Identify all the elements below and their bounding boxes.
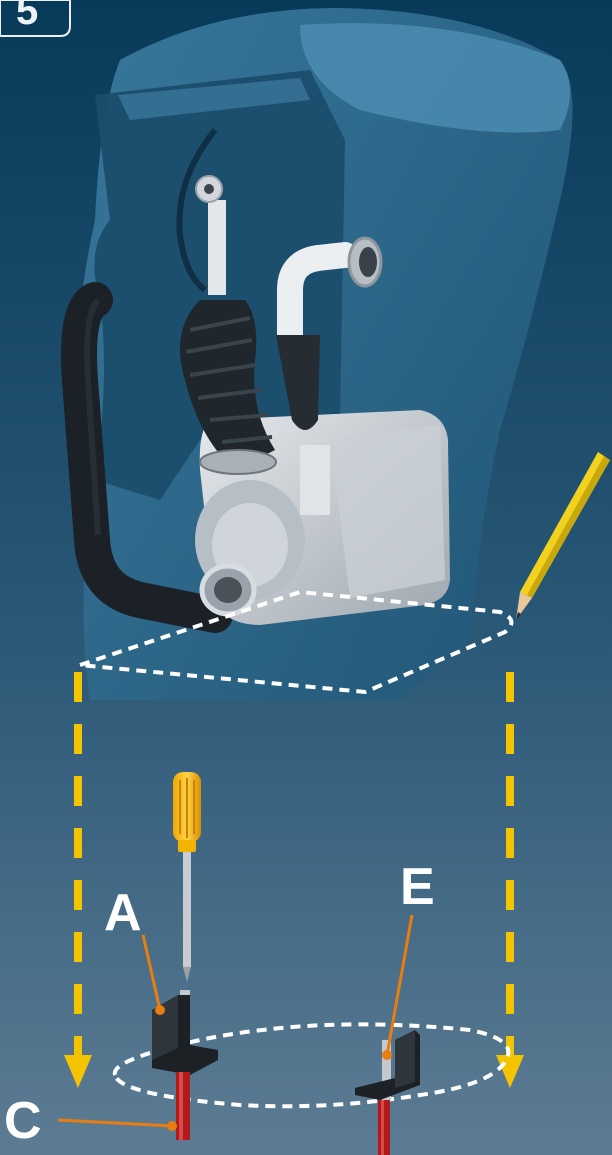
pencil-icon xyxy=(516,452,610,620)
guide-line-left xyxy=(64,672,92,1088)
step-number: 5 xyxy=(16,0,38,33)
label-c: C xyxy=(4,1092,42,1150)
pump-unit-icon xyxy=(61,175,450,633)
leader-line-c xyxy=(57,1118,173,1128)
step-number-badge: 5 xyxy=(0,0,71,37)
floor-outline-top xyxy=(79,589,514,695)
floor-outline-bottom xyxy=(112,1022,511,1109)
screw-icon xyxy=(382,1040,391,1100)
leader-line-e xyxy=(385,914,414,1056)
arrow-down-icon xyxy=(64,1055,92,1088)
leader-line-a xyxy=(141,934,162,1011)
leader-dot-a xyxy=(155,1005,165,1015)
bracket-icon xyxy=(152,990,218,1140)
screwdriver-icon xyxy=(173,772,201,982)
leader-dot-c xyxy=(167,1121,177,1131)
label-a: A xyxy=(104,884,142,942)
label-e: E xyxy=(400,858,435,916)
leader-dot-e xyxy=(382,1050,392,1060)
bracket-icon xyxy=(355,1030,420,1155)
